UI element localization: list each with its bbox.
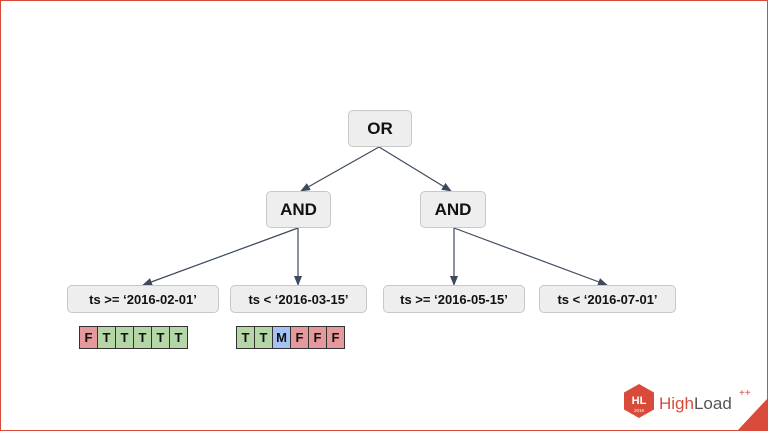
hl-badge-text: HL: [632, 395, 647, 407]
leaf-node-2-label: ts < ‘2016-03-15’: [248, 291, 349, 307]
leaf-node-3: ts >= ‘2016-05-15’: [383, 285, 525, 313]
bitmap-cell: T: [254, 326, 273, 349]
bitmap-cell: T: [115, 326, 134, 349]
leaf-node-1: ts >= ‘2016-02-01’: [67, 285, 219, 313]
bitmap-cell: T: [236, 326, 255, 349]
logo-wordmark: HighLoad: [659, 394, 732, 413]
leaf-node-4: ts < ‘2016-07-01’: [539, 285, 676, 313]
edge-or-and-right: [378, 146, 452, 192]
logo-superscript: ++: [739, 388, 751, 399]
and-node-right-label: AND: [434, 199, 472, 219]
bitmap-cell: T: [169, 326, 188, 349]
hl-badge-year: 2016: [634, 408, 645, 413]
bitmap-cell: F: [308, 326, 327, 349]
corner-triangle: [738, 399, 767, 430]
logo-name-prefix: High: [659, 394, 694, 413]
hl-badge-icon: [624, 384, 654, 418]
edge-and-left-leaf-1: [142, 227, 299, 286]
bitmap-left: F T T T T T: [79, 326, 188, 349]
logo-name-suffix: Load: [694, 394, 732, 413]
bitmap-cell: F: [326, 326, 345, 349]
bitmap-cell: F: [290, 326, 309, 349]
leaf-node-3-label: ts >= ‘2016-05-15’: [400, 291, 508, 307]
leaf-node-4-label: ts < ‘2016-07-01’: [557, 291, 658, 307]
or-node-label: OR: [367, 118, 393, 138]
bitmap-right: T T M F F F: [236, 326, 345, 349]
or-node: OR: [348, 110, 412, 147]
leaf-node-2: ts < ‘2016-03-15’: [230, 285, 367, 313]
and-node-left: AND: [266, 191, 331, 228]
and-node-right: AND: [420, 191, 486, 228]
edge-or-and-left: [300, 146, 380, 192]
bitmap-cell: M: [272, 326, 291, 349]
bitmap-cell: T: [97, 326, 116, 349]
edge-and-right-leaf-4: [453, 227, 608, 286]
bitmap-cell: T: [151, 326, 170, 349]
bitmap-cell: T: [133, 326, 152, 349]
and-node-left-label: AND: [280, 199, 317, 219]
bitmap-cell: F: [79, 326, 98, 349]
highload-logo: HL 2016 HighLoad ++: [624, 384, 751, 418]
leaf-node-1-label: ts >= ‘2016-02-01’: [89, 291, 197, 307]
